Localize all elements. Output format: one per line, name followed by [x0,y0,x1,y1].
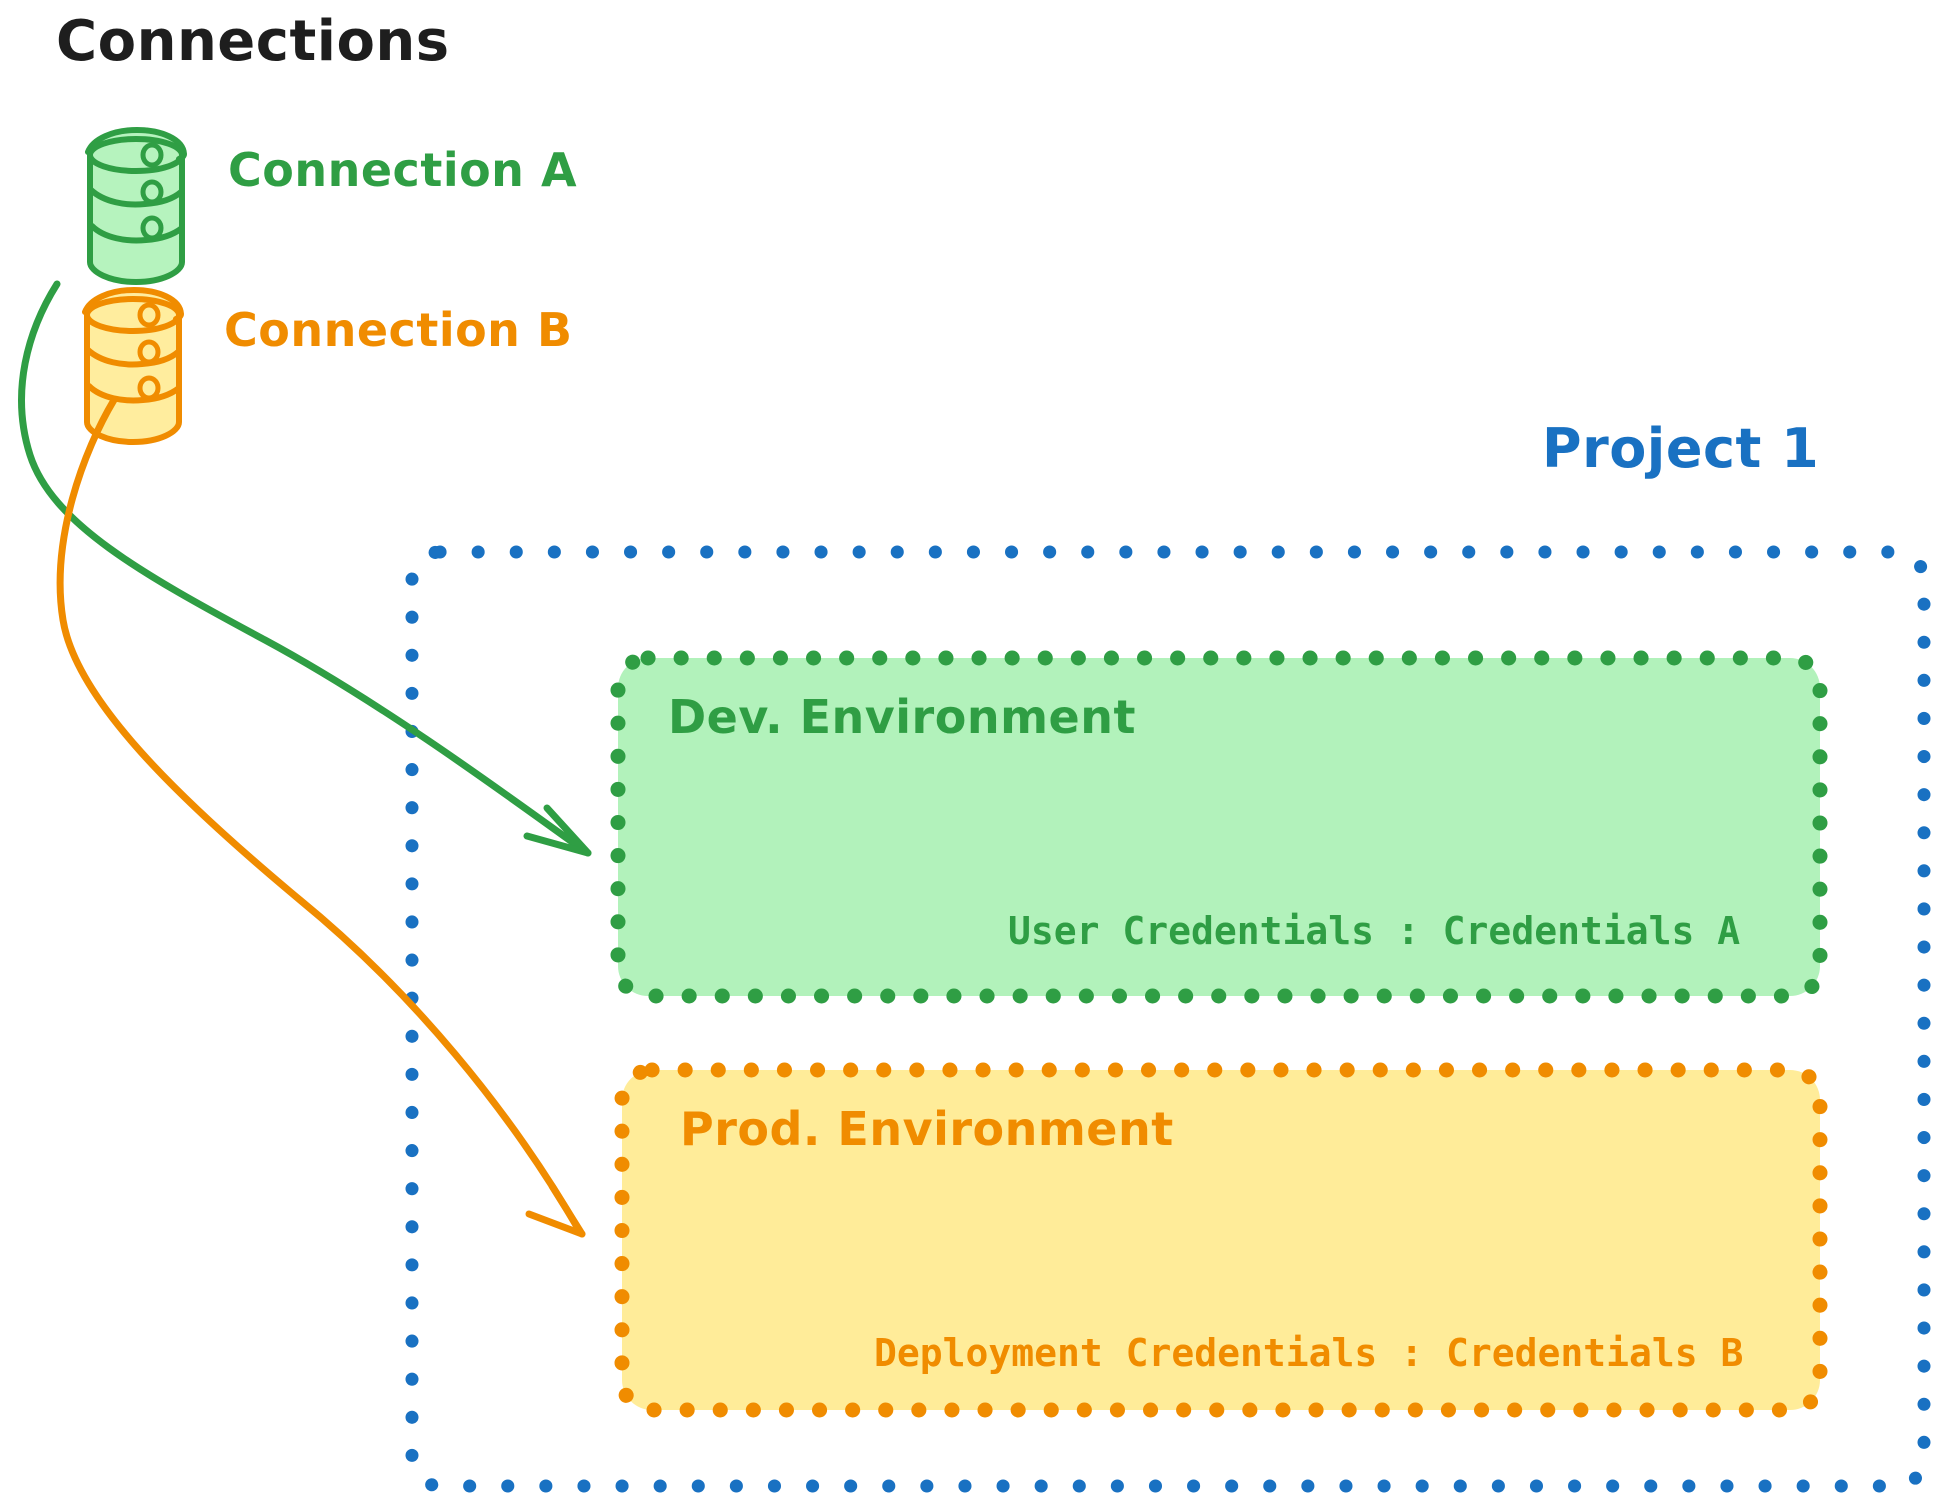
arrow-connection-a-to-dev [18,280,592,857]
dev-environment-title: Dev. Environment [668,690,1136,744]
database-bottom-wall [87,221,185,285]
prod-environment-title: Prod. Environment [680,1102,1174,1156]
connection-a-label[interactable]: Connection A [228,143,578,197]
database-divider-1 [88,187,184,208]
prod-environment-box[interactable] [614,1062,1828,1418]
arrow-head-upper [548,1182,586,1238]
database-led-3 [137,375,161,401]
project-container[interactable] [405,545,1931,1493]
project-container-border [405,545,1931,1493]
page-title: Connections [56,9,450,74]
dev-environment-credentials: User Credentials : Credentials A [1008,909,1741,953]
dev-environment-border [610,650,1828,1004]
prod-environment-fill [622,1070,1820,1410]
database-icon-connection-b[interactable] [82,286,185,445]
project-title: Project 1 [1542,417,1820,480]
database-led-3 [140,215,164,241]
arrow-head-upper [543,804,592,857]
arrow-head-lower [523,832,592,857]
database-icon-connection-a[interactable] [85,126,188,285]
database-led-1 [140,142,164,168]
prod-environment-credentials: Deployment Credentials : Credentials B [874,1331,1744,1375]
database-led-2 [137,339,161,365]
dev-environment-box[interactable] [610,650,1828,1004]
database-led-1 [137,302,161,328]
database-body-fill [93,133,182,284]
database-divider-2 [89,223,185,244]
prod-environment-border [614,1062,1828,1418]
database-led-2 [140,179,164,205]
arrow-connection-b-to-prod [56,396,586,1238]
arrow-line [56,396,584,1236]
dev-environment-fill [618,658,1820,996]
connection-b-label[interactable]: Connection B [224,303,573,357]
arrow-line [18,280,590,856]
database-divider-2 [86,383,182,404]
database-divider-1 [85,347,181,368]
arrow-head-lower [525,1210,586,1238]
database-bottom-wall [84,381,182,445]
